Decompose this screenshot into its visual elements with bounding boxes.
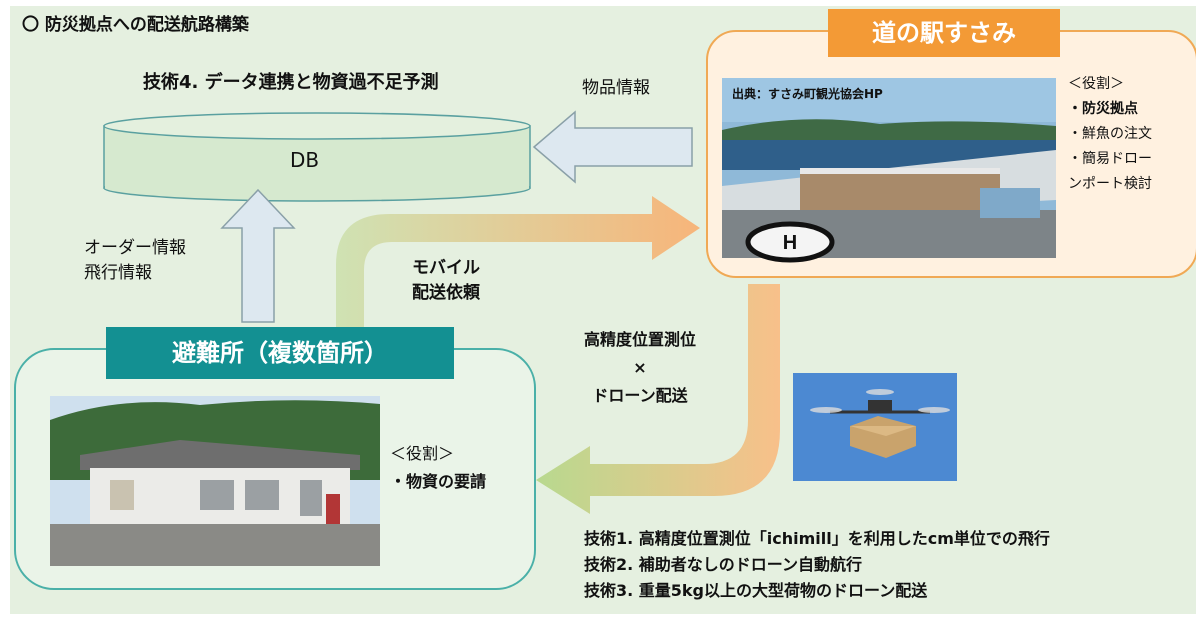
mobile-request-labels: モバイル 配送依頼 [392,256,500,306]
tech-item: 技術2. 補助者なしのドローン自動航行 [584,555,862,574]
item-info-label: 物品情報 [582,78,650,98]
order-info-label: オーダー情報 [84,238,186,258]
roles-header: ＜役割＞ [1068,76,1124,92]
shelter-photo [50,396,380,566]
photo-credit: 出典：すさみ町観光協会HP [732,87,883,101]
tech4-label: 技術4. データ連携と物資過不足予測 [143,72,439,93]
role-item: ンポート検討 [1068,176,1152,192]
michi-roles: ＜役割＞ ・防災拠点 ・鮮魚の注文 ・簡易ドロー ンポート検討 [1068,72,1152,197]
michi-title: 道の駅すさみ [828,9,1060,57]
drone-delivery-arrow [536,284,780,514]
role-item: ・鮮魚の注文 [1068,126,1152,142]
shelter-title: 避難所（複数箇所） [106,327,454,379]
role-item: ・物資の要請 [390,472,487,491]
michi-photo: H [722,78,1056,263]
db-cylinder [103,112,531,202]
tech-list: 技術1. 高精度位置測位「ichimill」を利用したcm単位での飛行 技術2.… [584,526,1050,604]
svg-text:H: H [783,232,797,254]
center-line1: 高精度位置測位 [583,330,696,349]
role-item: ・防災拠点 [1068,101,1138,117]
role-item: ・簡易ドロー [1068,151,1152,167]
order-info-labels: オーダー情報 飛行情報 [84,236,186,286]
drone-photo [793,373,957,481]
tech-item: 技術3. 重量5kg以上の大型荷物のドローン配送 [584,581,928,600]
mobile-request-arrow [336,196,700,330]
center-caption: 高精度位置測位 × ドローン配送 [560,326,720,410]
item-info-arrow [532,110,693,184]
tech-item: 技術1. 高精度位置測位「ichimill」を利用したcm単位での飛行 [584,529,1050,548]
center-line2: × [633,358,647,377]
shelter-roles: ＜役割＞ ・物資の要請 [390,440,486,496]
delivery-request-label: 配送依頼 [412,283,480,303]
db-label: DB [290,148,320,172]
roles-header: ＜役割＞ [390,444,455,463]
mobile-label: モバイル [412,258,480,278]
page-title: 〇 防災拠点への配送航路構築 [22,15,249,35]
flight-info-label: 飛行情報 [84,263,152,283]
center-line3: ドローン配送 [592,386,688,405]
order-info-arrow [220,188,296,323]
